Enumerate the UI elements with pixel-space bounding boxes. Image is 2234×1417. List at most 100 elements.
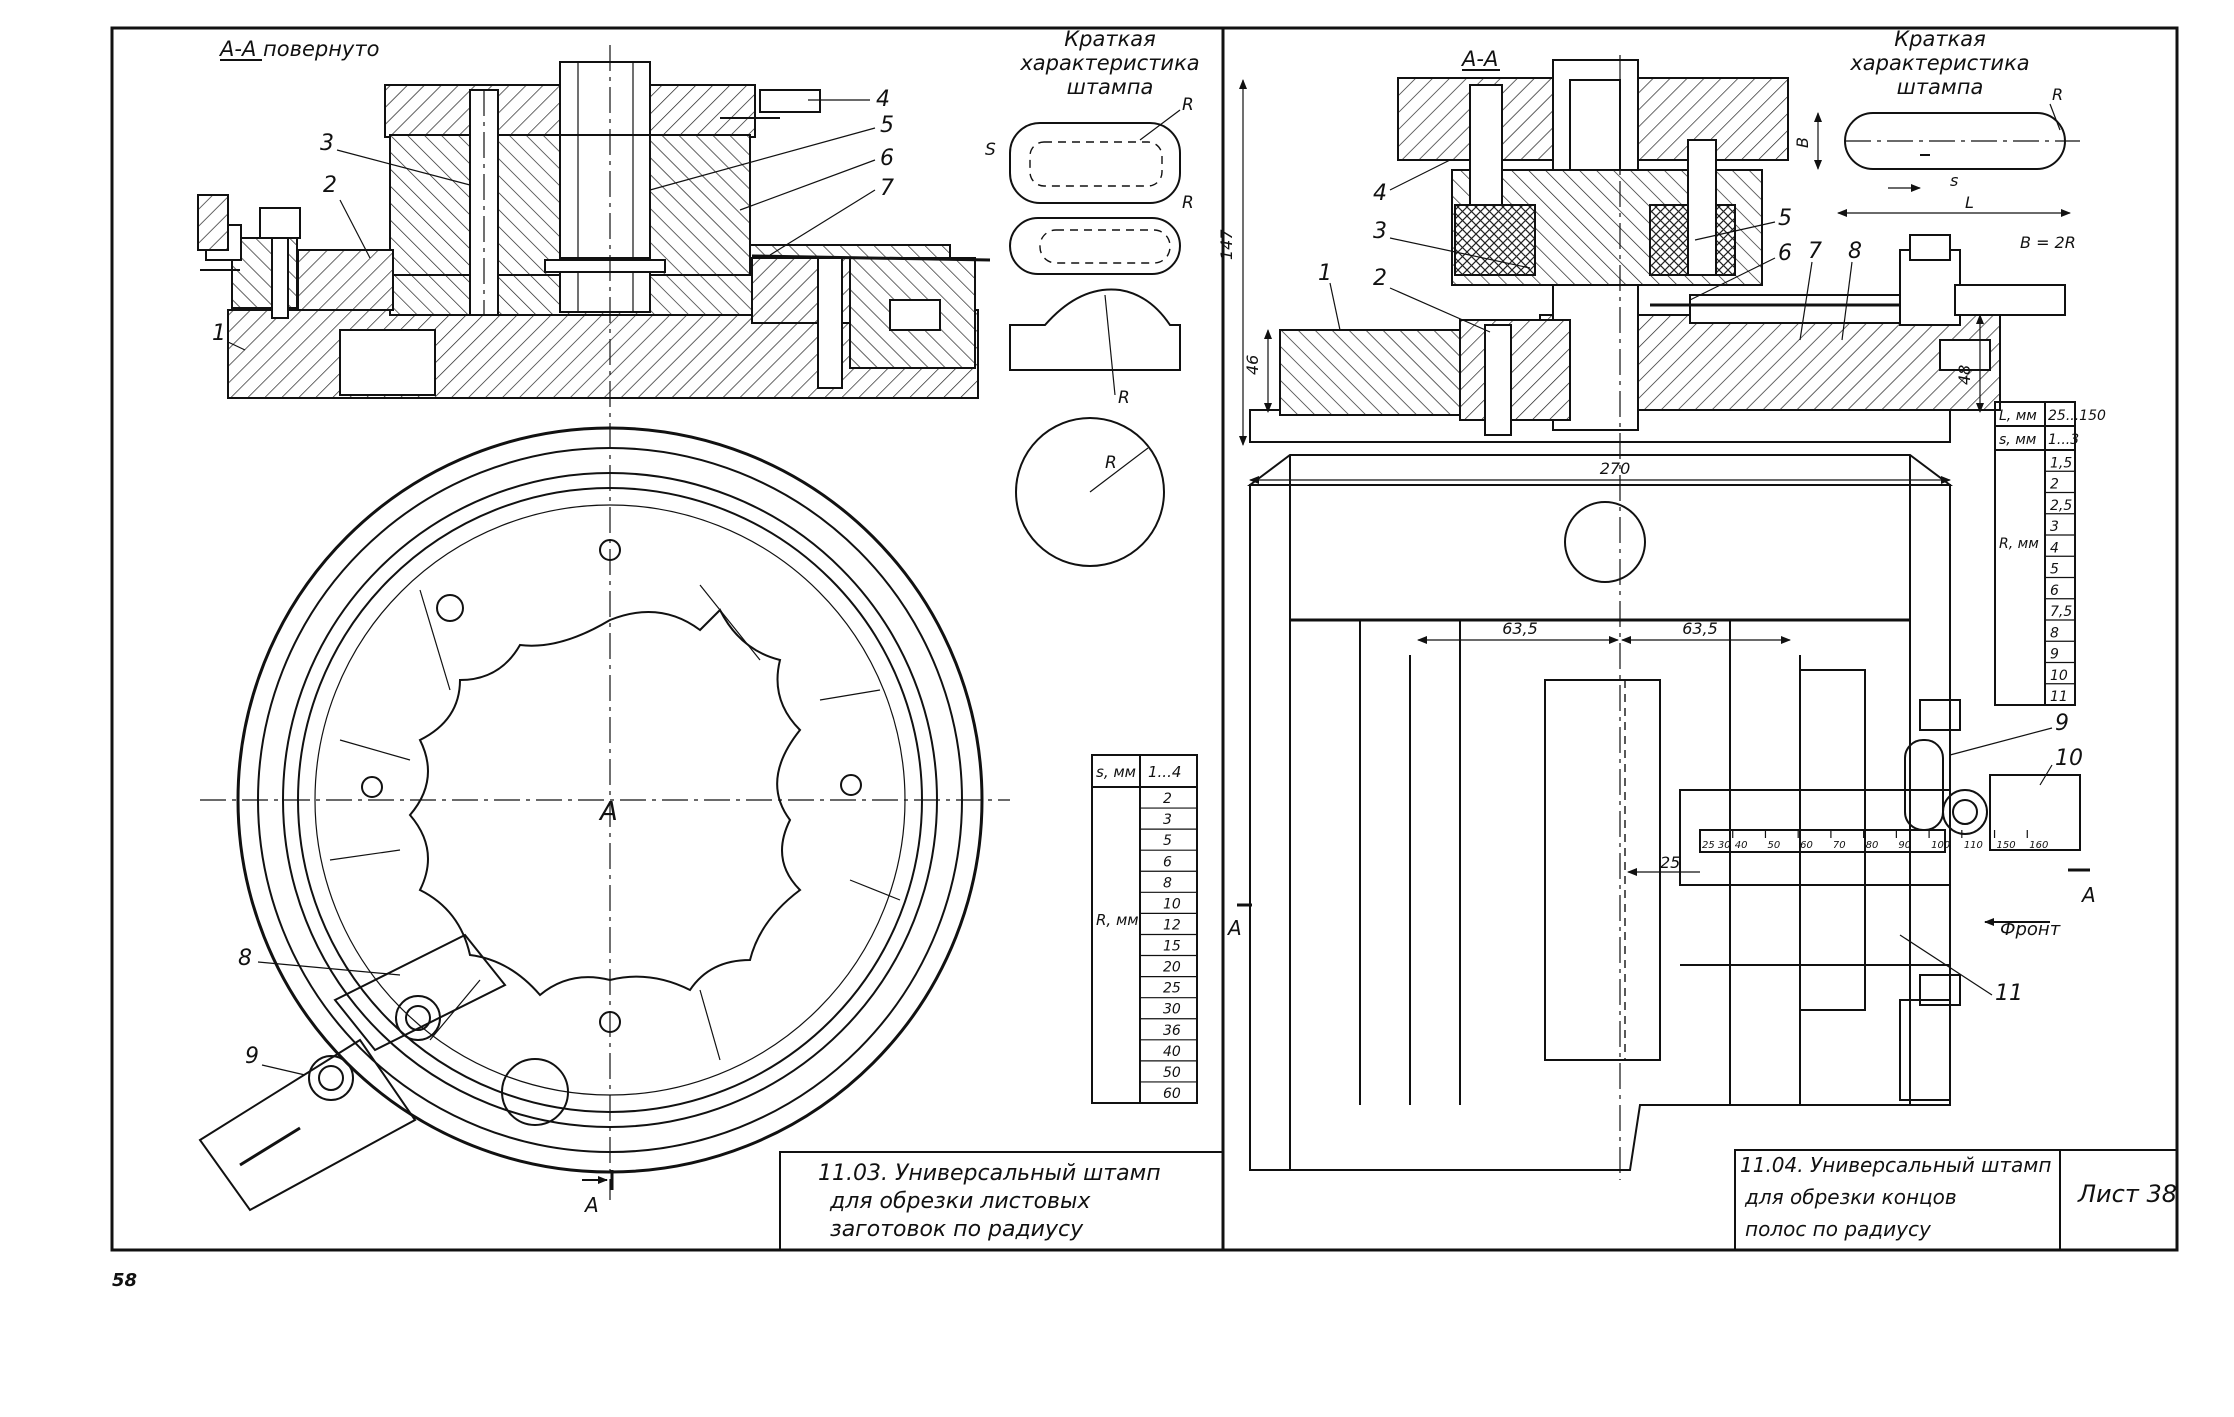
r-callout-8: 8 (1848, 239, 1862, 264)
right-table-value: 9 (2050, 647, 2059, 663)
right-title-line-1: 11.04. Универсальный штамп (1740, 1153, 2051, 1177)
left-section-view (197, 45, 991, 1200)
right-dimensions: 147 46 48 270 63,5 63,5 25 (1217, 79, 1984, 876)
dim-270: 270 (1600, 459, 1631, 478)
scale-tick-label: 160 (2029, 840, 2048, 851)
left-radius-letter-1: R (1182, 95, 1194, 115)
left-table-value: 36 (1163, 1023, 1181, 1039)
right-table-value: 6 (2050, 583, 2059, 599)
scale-tick-label: 50 (1767, 840, 1780, 851)
right-table: L, мм 25...150 s, мм 1...3 R, мм 1,522,5… (1994, 401, 2106, 706)
left-radius-letter-2: R (1182, 193, 1194, 213)
r-callout-4: 4 (1373, 181, 1387, 206)
left-radius-letter-4: R (1105, 453, 1117, 473)
dim-63-5-right: 63,5 (1682, 619, 1718, 638)
left-callouts: 1 2 3 4 5 6 7 8 9 (212, 87, 894, 1076)
left-table-value: 60 (1163, 1086, 1181, 1102)
slot-formula: B = 2R (2020, 233, 2076, 252)
right-table-value: 10 (2050, 668, 2068, 684)
left-section-label: А-А повернуто (218, 37, 379, 61)
right-table-value: 1,5 (2050, 455, 2072, 471)
scale-tick-label: 150 (1997, 840, 2016, 851)
right-title-line-3: полос по радиусу (1745, 1217, 1932, 1241)
right-table-row-label: R, мм (1999, 536, 2039, 552)
scale-tick-label: 100 (1931, 840, 1950, 851)
r-callout-11: 11 (1995, 981, 2023, 1006)
scale-tick-label: 25 30 (1702, 840, 1731, 851)
dim-147: 147 (1217, 229, 1236, 260)
right-section-view (1249, 55, 2066, 1180)
left-table-value: 12 (1163, 917, 1181, 933)
right-view-mark-left: А (1226, 916, 1242, 940)
dim-25: 25 (1660, 853, 1680, 872)
scale-tick-label: 90 (1898, 840, 1911, 851)
left-title-line-1: 11.03. Универсальный штамп (818, 1161, 1161, 1186)
r-callout-3: 3 (1373, 219, 1387, 244)
callout-8: 8 (238, 946, 252, 971)
scale-tick-label: 110 (1964, 840, 1983, 851)
left-title-block: 11.03. Универсальный штамп для обрезки л… (779, 1151, 1224, 1251)
left-table-value: 3 (1163, 812, 1172, 828)
left-thickness-letter: S (985, 140, 996, 160)
right-table-value: 11 (2050, 689, 2068, 705)
scale-tick-label: 80 (1866, 840, 1879, 851)
mounting-hole (599, 539, 621, 561)
callout-7: 7 (880, 176, 894, 201)
left-table: s, мм 1...4 R, мм 2356810121520253036405… (1091, 754, 1198, 1104)
gauge-arm (198, 933, 507, 1212)
left-view-mark-bottom: А (583, 1193, 599, 1217)
right-characteristic: Краткая характеристика штампа R B s L B … (1793, 27, 2080, 252)
right-view-mark-right: А (2080, 883, 2096, 907)
left-table-value: 10 (1163, 896, 1181, 912)
right-char-title-1: Краткая (1894, 27, 1986, 51)
left-table-value: 5 (1163, 833, 1172, 849)
callout-5: 5 (880, 113, 894, 138)
left-char-title-2: характеристика (1019, 51, 1199, 75)
callout-9: 9 (245, 1044, 259, 1069)
left-table-value: 20 (1163, 960, 1181, 976)
right-plan-view: 25 30 40 50 60 70 80 90 100 110 150 160 (1247, 454, 2081, 1171)
page-number: 58 (112, 1270, 137, 1291)
mounting-hole (840, 774, 862, 796)
left-title-line-3: заготовок по радиусу (830, 1217, 1084, 1242)
slot-s: s (1950, 171, 1958, 190)
slot-b: B (1793, 137, 1812, 148)
sheet-label: Лист 38 (2077, 1180, 2177, 1208)
scale-tick-label: 40 (1735, 840, 1748, 851)
r-callout-5: 5 (1778, 206, 1792, 231)
r-callout-7: 7 (1808, 239, 1822, 264)
r-callout-6: 6 (1778, 241, 1792, 266)
left-table-value: 40 (1163, 1044, 1181, 1060)
callout-6: 6 (880, 146, 894, 171)
right-table-row1-value: 25...150 (2048, 408, 2106, 424)
left-radius-letter-3: R (1118, 388, 1130, 408)
right-title-block: 11.04. Универсальный штамп для обрезки к… (1734, 1149, 2178, 1251)
r-callout-10: 10 (2055, 746, 2083, 771)
callout-1: 1 (212, 321, 226, 346)
callout-3: 3 (320, 131, 334, 156)
left-table-value: 2 (1163, 791, 1172, 807)
right-table-value: 7,5 (2050, 604, 2072, 620)
scale-ticks: 25 30 40 50 60 70 80 90 100 110 150 160 (1699, 830, 2048, 851)
left-plan-view: А А (198, 426, 1010, 1217)
mounting-hole (599, 1011, 621, 1033)
right-title-line-2: для обрезки концов (1744, 1185, 1957, 1209)
right-table-row2-label: s, мм (1999, 432, 2037, 448)
left-view-mark-center: А (598, 797, 618, 827)
slot-l: L (1965, 193, 1974, 212)
slot-r: R (2052, 85, 2063, 104)
r-callout-9: 9 (2055, 711, 2069, 736)
left-table-row-label: R, мм (1096, 911, 1139, 929)
mounting-hole (361, 776, 383, 798)
scale-tick-label: 70 (1833, 840, 1846, 851)
left-char-title-3: штампа (1067, 75, 1154, 99)
left-title-line-2: для обрезки листовых (829, 1189, 1091, 1214)
right-table-row2-value: 1...3 (2048, 432, 2079, 448)
left-table-header-right: 1...4 (1148, 763, 1181, 781)
left-table-header-left: s, мм (1096, 763, 1136, 781)
dim-48: 48 (1955, 365, 1974, 385)
scale-tick-label: 60 (1800, 840, 1813, 851)
right-char-title-3: штампа (1897, 75, 1984, 99)
left-table-value: 8 (1163, 875, 1172, 891)
